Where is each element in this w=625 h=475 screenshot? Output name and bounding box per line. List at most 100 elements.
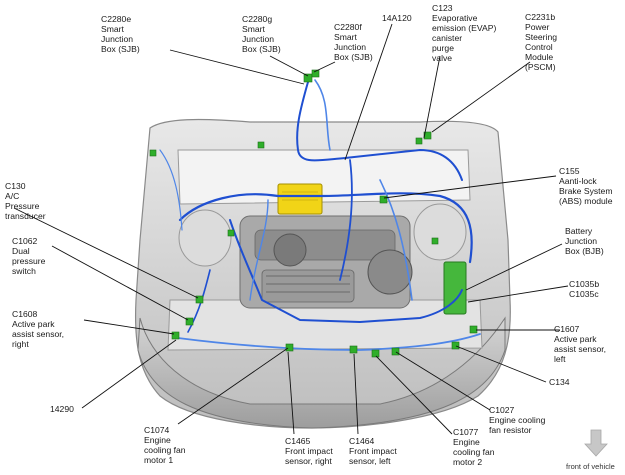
leader-lines: [13, 23, 569, 435]
label-c2280f: C2280f Smart Junction Box (SJB): [334, 22, 373, 62]
cowl-panel: [177, 149, 471, 205]
battery-junction-box: [443, 261, 467, 315]
label-line: (PSCM): [525, 62, 556, 72]
label-line: Battery: [565, 226, 593, 236]
label-line: Junction: [334, 42, 367, 52]
label-line: Active park: [12, 319, 55, 329]
down-arrow-icon: [584, 429, 608, 457]
label-line: C123: [432, 3, 453, 13]
label-c1027: C1027 Engine cooling fan resistor: [489, 405, 545, 435]
label-line: Brake System: [559, 186, 613, 196]
label-line: Smart: [101, 24, 124, 34]
label-line: (ABS) module: [559, 196, 613, 206]
label-c1608: C1608 Active park assist sensor, right: [12, 309, 64, 349]
label-line: 14A120: [382, 13, 412, 23]
label-c1062: C1062 Dual pressure switch: [12, 236, 45, 276]
label-line: pressure: [12, 256, 46, 266]
label-c1607: C1607 Active park assist sensor, left: [554, 324, 606, 364]
front-of-vehicle-caption: front of vehicle: [566, 462, 615, 471]
label-14a120: 14A120: [382, 13, 412, 23]
label-line: Smart: [334, 32, 357, 42]
label-c130: C130 A/C Pressure transducer: [5, 181, 46, 221]
label-bjb: Battery Junction Box (BJB): [565, 226, 604, 256]
label-line: right: [12, 339, 29, 349]
label-line: C1608: [12, 309, 38, 319]
label-line: sensor, left: [349, 456, 391, 466]
strut-tower-right: [178, 209, 232, 267]
label-line: motor 1: [144, 455, 174, 465]
label-line: cooling fan: [144, 445, 186, 455]
label-line: Box (SJB): [242, 44, 281, 54]
label-line: motor 2: [453, 457, 483, 467]
label-line: Steering: [525, 32, 558, 42]
label-line: Engine: [144, 435, 171, 445]
label-line: purge: [432, 43, 454, 53]
label-line: valve: [432, 53, 453, 63]
label-line: sensor, right: [285, 456, 332, 466]
label-line: Pressure: [5, 201, 40, 211]
label-c2231b: C2231b Power Steering Control Module (PS…: [525, 12, 557, 72]
label-line: Junction: [101, 34, 134, 44]
label-line: Smart: [242, 24, 265, 34]
label-line: Module: [525, 52, 554, 62]
label-line: Junction: [565, 236, 598, 246]
label-c1035: C1035b C1035c: [569, 279, 599, 299]
label-line: emission (EVAP): [432, 23, 497, 33]
label-line: C155: [559, 166, 580, 176]
label-c2280e: C2280e Smart Junction Box (SJB): [101, 14, 140, 54]
label-line: Power: [525, 22, 550, 32]
label-line: Box (SJB): [101, 44, 140, 54]
label-line: Junction: [242, 34, 275, 44]
label-c1465: C1465 Front impact sensor, right: [285, 436, 333, 466]
label-line: Engine cooling: [489, 415, 546, 425]
label-c134: C134: [549, 377, 570, 387]
label-line: Aanti-lock: [559, 176, 597, 186]
label-line: C1035c: [569, 289, 599, 299]
label-line: C1077: [453, 427, 479, 437]
label-line: C134: [549, 377, 570, 387]
label-line: A/C: [5, 191, 20, 201]
label-line: cooling fan: [453, 447, 495, 457]
wire-harness: [159, 79, 481, 351]
label-c1077: C1077 Engine cooling fan motor 2: [453, 427, 495, 467]
label-line: Engine: [453, 437, 480, 447]
label-line: C2280g: [242, 14, 273, 24]
label-line: C2280e: [101, 14, 132, 24]
label-c1464: C1464 Front impact sensor, left: [349, 436, 397, 466]
label-line: 14290: [50, 404, 74, 414]
label-c155: C155 Aanti-lock Brake System (ABS) modul…: [559, 166, 613, 206]
label-14290: 14290: [50, 404, 74, 414]
label-line: Front impact: [285, 446, 333, 456]
yellow-module: [277, 183, 323, 215]
label-line: left: [554, 354, 566, 364]
engine-block: [239, 215, 413, 309]
label-line: canister: [432, 33, 463, 43]
label-line: C2231b: [525, 12, 556, 22]
label-line: transducer: [5, 211, 46, 221]
label-line: C1035b: [569, 279, 600, 289]
label-line: Front impact: [349, 446, 397, 456]
label-line: assist sensor,: [12, 329, 65, 339]
label-c1074: C1074 Engine cooling fan motor 1: [144, 425, 186, 465]
label-line: C130: [5, 181, 26, 191]
label-line: C1062: [12, 236, 38, 246]
label-line: Box (SJB): [334, 52, 373, 62]
label-line: switch: [12, 266, 36, 276]
label-line: Evaporative: [432, 13, 478, 23]
label-line: C1074: [144, 425, 170, 435]
label-line: C1464: [349, 436, 375, 446]
label-line: Box (BJB): [565, 246, 604, 256]
strut-tower-left: [413, 203, 467, 261]
label-line: C1465: [285, 436, 311, 446]
label-line: Control: [525, 42, 553, 52]
connectors: [149, 69, 478, 358]
front-bumper: [137, 316, 506, 429]
label-line: C2280f: [334, 22, 362, 32]
label-line: C1027: [489, 405, 515, 415]
label-c123: C123 Evaporative emission (EVAP) caniste…: [432, 3, 496, 63]
label-line: fan resistor: [489, 425, 532, 435]
label-c2280g: C2280g Smart Junction Box (SJB): [242, 14, 281, 54]
label-line: Active park: [554, 334, 597, 344]
